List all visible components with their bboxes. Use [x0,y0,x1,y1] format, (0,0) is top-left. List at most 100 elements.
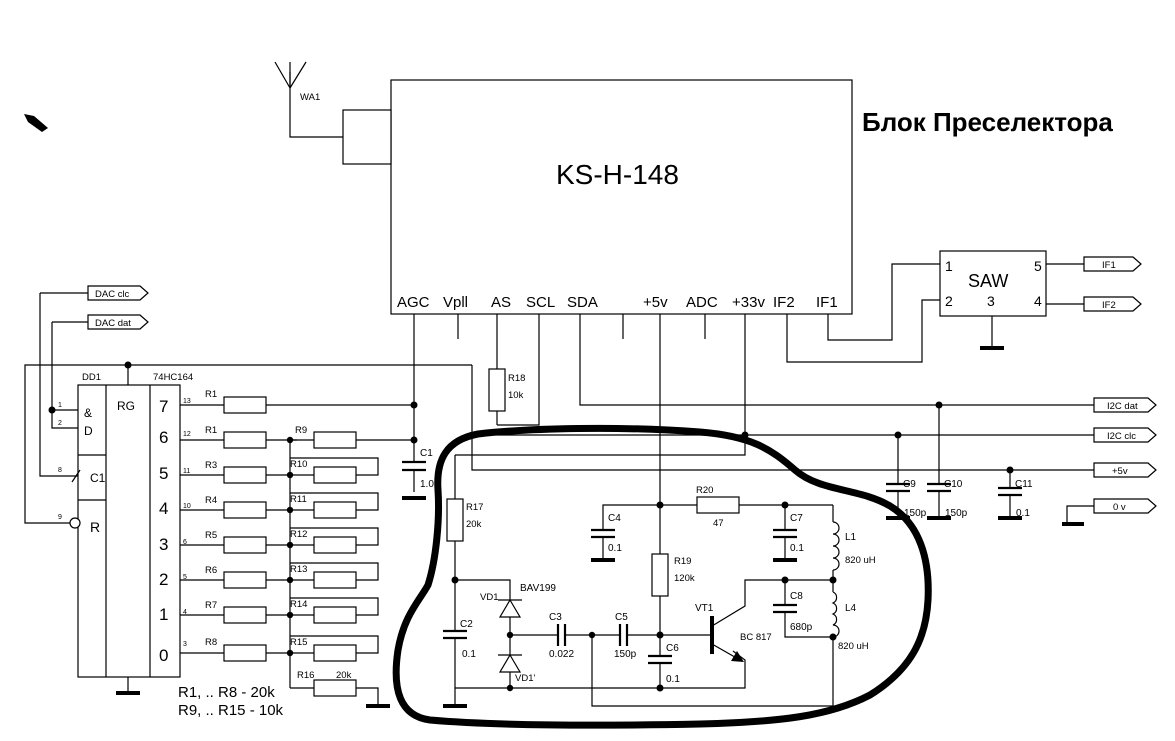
c6: C6 0.1 [648,635,680,688]
saw-label: SAW [968,271,1008,291]
r10-label: R10 [290,459,307,470]
l4-value: 820 uH [838,641,869,652]
tuner-pin-labels: AGC Vpll AS SCL SDA +5v ADC +33v IF2 IF1 [397,294,838,311]
vpll-wire [455,314,746,456]
c11-value: 0.1 [1016,508,1030,519]
dd1-out-pin-12: 12 [183,431,191,438]
c3: C3 0.022 [510,612,592,660]
tuner-pin-agc: AGC [397,294,430,311]
c4-value: 0.1 [608,543,622,554]
port-if2-label: IF2 [1102,300,1116,311]
dac-ladder: R16 20k R9 R10 R11 R12 R13 R14 R15 [286,425,414,708]
tuner-pin-stubs [457,314,706,339]
dd1-out-3: 3 [159,535,168,554]
dd1-out-2: 2 [159,570,168,589]
l1-value: 820 uH [845,555,876,566]
antenna-wire [289,72,343,138]
antenna-connector [342,109,392,165]
bus-wires [471,314,1094,524]
c6-ref: C6 [666,643,679,654]
vt1-part: BC 817 [740,632,772,643]
c6-value: 0.1 [666,674,680,685]
r20-value: 47 [713,518,724,529]
r19: R19 120k [651,553,695,597]
dd1-d: D [84,424,93,438]
r12-label: R12 [290,529,307,540]
r20-ref: R20 [696,485,713,496]
r11-label: R11 [290,494,307,505]
c4: C4 0.1 [591,504,660,562]
dd1-out-pin-13: 13 [183,398,191,405]
c5-value: 150p [614,649,637,660]
tuner-pin-scl: SCL [526,294,555,311]
c7-ref: C7 [790,513,803,524]
r3-label: R3 [205,460,217,471]
dd1-out-pin-6: 6 [183,539,187,546]
dd1-pin-1: 1 [58,402,62,409]
dd1-part: 74HC164 [153,372,193,383]
antenna-icon [274,61,307,89]
dd1-out-4: 4 [159,499,168,518]
port-i2c-dat-label: I2C dat [1107,401,1138,412]
dac-note-2: R9, .. R15 - 10k [178,702,284,719]
port-5v-label: +5v [1112,466,1128,477]
tuner-pin-if2: IF2 [773,294,795,311]
vd1b-ref: VD1' [515,673,535,684]
dd1-out-0: 0 [159,646,168,665]
vd1-part: BAV199 [520,583,556,594]
junction-r20 [781,501,789,509]
port-i2c-dat: I2C dat [1093,397,1157,413]
dd1-pin-8: 8 [58,467,62,474]
dd1-out-1: 1 [159,605,168,624]
r9-label: R9 [295,425,307,436]
c2-value: 0.1 [462,649,476,660]
r1a-label: R1 [205,389,217,400]
page-title: Блок Преселектора [862,107,1113,137]
tuner-label: KS-H-148 [556,159,679,190]
dd1-c1: C1 [90,471,106,485]
junction-r17 [451,576,459,584]
dac-note-1: R1, .. R8 - 20k [178,684,275,701]
tuner-pin-33v: +33v [732,294,765,311]
tuner-pin-5v: +5v [643,294,668,311]
dd1-out-pin-4: 4 [183,609,187,616]
r20: R20 47 [660,485,833,529]
c8-value: 680p [790,622,813,633]
c8-ref: C8 [790,591,803,602]
port-dac-clc-label: DAC clc [95,289,130,300]
r17-value: 20k [466,519,482,530]
c10: C10 150p [927,405,968,520]
l1-ref: L1 [845,532,857,543]
r14-label: R14 [290,599,307,610]
c2-ref: C2 [460,619,473,630]
c10-value: 150p [945,508,968,519]
tuner-pin-adc: ADC [686,294,718,311]
c8: C8 680p [773,580,833,638]
dd1-pin-9: 9 [58,514,62,521]
r18-ref: R18 [508,373,525,384]
c5: C5 150p [592,612,660,660]
saw-pin-5: 5 [1034,258,1042,274]
r19-ref: R19 [674,556,691,567]
saw-pin-2: 2 [945,293,953,309]
c1-value: 1.0 [420,479,434,490]
r16-value: 20k [336,670,352,681]
port-if1-label: IF1 [1102,260,1116,271]
junction-c6 [656,684,664,692]
stray-mark [24,114,48,132]
r19-value: 120k [674,573,695,584]
dd1-out-pin-5: 5 [183,574,187,581]
r18: R18 10k [488,314,525,425]
antenna-label: WA1 [300,92,320,103]
port-i2c-clc: I2C clc [1093,427,1157,443]
dd1-r: R [90,519,100,535]
c1-ref: C1 [420,448,433,459]
dd1-out-5: 5 [159,464,168,483]
r13-label: R13 [290,564,307,575]
shift-register: DD1 74HC164 RG & D C1 R 1 2 8 9 [24,292,472,695]
r8-label: R8 [205,637,217,648]
r16-label: R16 [297,670,314,681]
c11: C11 0.1 [998,470,1033,520]
l1: L1 820 uH [832,505,876,580]
